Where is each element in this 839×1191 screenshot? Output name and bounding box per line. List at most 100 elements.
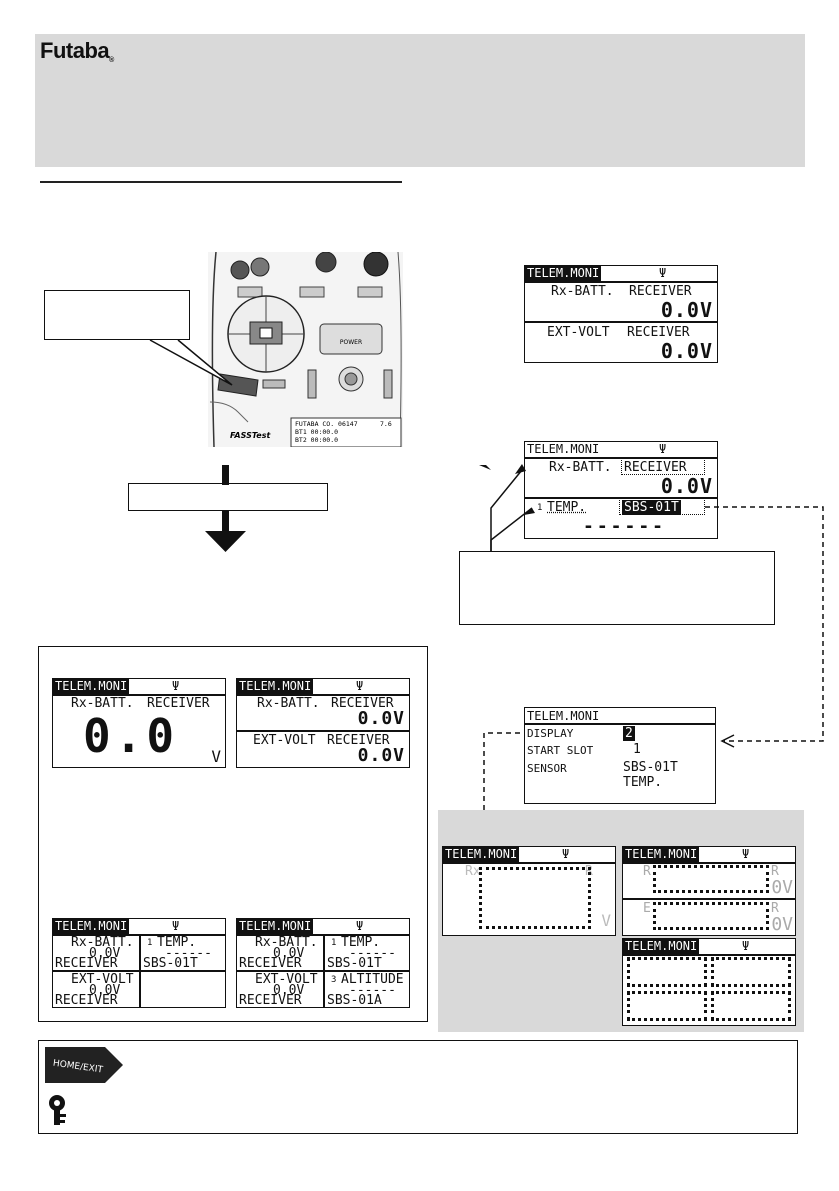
cell2-slot: 1 bbox=[147, 938, 153, 948]
antenna-icon: Ψ bbox=[659, 442, 667, 456]
cell4-label: ALTITUDE bbox=[341, 972, 404, 987]
antenna-icon: Ψ bbox=[356, 679, 364, 693]
cell1-value: 0.0V bbox=[273, 946, 305, 961]
display-examples-panel bbox=[38, 646, 428, 1022]
antenna-icon: Ψ bbox=[742, 847, 750, 861]
start-slot-label[interactable]: START SLOT bbox=[527, 744, 594, 757]
sensor-value[interactable]: SBS-01T bbox=[623, 760, 678, 775]
brand-logo: Futaba® bbox=[40, 38, 114, 64]
temp-value: ------ bbox=[583, 516, 667, 537]
lcd-screen-b: TELEM.MONI Ψ Rx-BATT. RECEIVER 0.0V 1 TE… bbox=[524, 441, 718, 539]
lcd-title-bar: TELEM.MONI bbox=[525, 266, 602, 281]
ext-volt-value: 0.0V bbox=[357, 745, 405, 766]
rx-batt-value: 0.0V bbox=[660, 474, 713, 498]
quad-area-frame bbox=[627, 957, 707, 987]
rx-batt-source: RECEIVER bbox=[624, 460, 687, 475]
ext-volt-label: EXT-VOLT bbox=[253, 733, 316, 748]
tx-screen-line3: BT2 00:00.0 bbox=[295, 436, 338, 444]
ghost-label: R bbox=[771, 901, 779, 916]
transmitter-illustration: POWER FASSTest FUTABA CO. 06147 7.6 BT1 … bbox=[208, 252, 403, 447]
section-rule bbox=[40, 181, 402, 183]
note-pointer-1 bbox=[490, 469, 523, 551]
quad-area-frame bbox=[711, 991, 791, 1021]
lcd-screen-g: TELEM.MONI Ψ Rx-BATT. 0.0V RECEIVER 1 TE… bbox=[236, 918, 410, 1008]
cell2-source: SBS-01T bbox=[327, 956, 382, 971]
power-label: POWER bbox=[340, 339, 362, 346]
lcd-title-bar: TELEM.MONI bbox=[53, 679, 130, 694]
ext-volt-source: RECEIVER bbox=[627, 325, 690, 340]
rx-batt-value: 0.0V bbox=[660, 298, 713, 322]
lcd-title-bar: TELEM.MONI bbox=[623, 847, 700, 862]
rx-batt-label: Rx-BATT. bbox=[551, 284, 614, 299]
unit-label: V bbox=[211, 747, 221, 766]
lcd-title-bar: TELEM.MONI bbox=[527, 442, 600, 456]
rx-batt-label: Rx-BATT. bbox=[257, 696, 320, 711]
source-selection-frame bbox=[621, 458, 705, 475]
cell4-slot: 3 bbox=[331, 975, 337, 985]
ghost-label: Rx bbox=[465, 864, 481, 879]
cell1-source: RECEIVER bbox=[55, 956, 118, 971]
antenna-icon: Ψ bbox=[562, 847, 570, 861]
cell3-value: 0.0V bbox=[273, 983, 305, 998]
lcd-screen-f: TELEM.MONI Ψ Rx-BATT. 0.0V RECEIVER 1 TE… bbox=[52, 918, 226, 1008]
quad-area-frame bbox=[627, 991, 707, 1021]
cell1-label: Rx-BATT. bbox=[255, 935, 318, 950]
ghost-unit: V bbox=[601, 911, 611, 930]
lcd-screen-d: TELEM.MONI Ψ Rx-BATT. RECEIVER 0.0 V bbox=[52, 678, 226, 768]
arrow-down-icon bbox=[205, 531, 246, 552]
ext-volt-value: 0.0V bbox=[660, 339, 713, 363]
ghost-value: 0V bbox=[771, 914, 793, 935]
ghost-label: R bbox=[643, 864, 651, 879]
cell1-label: Rx-BATT. bbox=[71, 935, 134, 950]
arrow-shaft bbox=[222, 511, 229, 531]
slot-number: 1 bbox=[537, 503, 543, 513]
ghost-value: 0V bbox=[771, 877, 793, 898]
ghost-label: E bbox=[643, 901, 651, 916]
rx-batt-source: RECEIVER bbox=[331, 696, 394, 711]
dashed-connector-left bbox=[483, 732, 520, 812]
cell2-slot: 1 bbox=[331, 938, 337, 948]
lcd-screen-j: TELEM.MONI Ψ bbox=[622, 938, 796, 1026]
quad-area-frame bbox=[711, 957, 791, 987]
fasst-label: FASSTest bbox=[230, 431, 271, 440]
arrow-left-icon bbox=[720, 734, 735, 748]
cell2-source: SBS-01T bbox=[143, 956, 198, 971]
antenna-icon: Ψ bbox=[659, 266, 667, 280]
display-value[interactable]: 2 bbox=[623, 726, 635, 741]
cell4-value: ------ bbox=[349, 983, 396, 998]
cell1-source: RECEIVER bbox=[239, 956, 302, 971]
antenna-icon: Ψ bbox=[742, 939, 750, 953]
lcd-screen-a: TELEM.MONI Ψ Rx-BATT. RECEIVER 0.0V EXT-… bbox=[524, 265, 718, 363]
cell3-label: EXT-VOLT bbox=[71, 972, 134, 987]
transmitter-drawing: POWER FASSTest FUTABA CO. 06147 7.6 BT1 … bbox=[208, 252, 403, 447]
header-band bbox=[35, 34, 805, 167]
tx-screen-line1: FUTABA CO. 06147 bbox=[295, 420, 358, 428]
start-slot-value[interactable]: 1 bbox=[633, 742, 641, 757]
antenna-icon: Ψ bbox=[356, 919, 364, 933]
cell4-source: SBS-01A bbox=[327, 993, 382, 1008]
display-label[interactable]: DISPLAY bbox=[527, 727, 574, 740]
lcd-screen-e: TELEM.MONI Ψ Rx-BATT. RECEIVER 0.0V EXT-… bbox=[236, 678, 410, 768]
step-box bbox=[128, 483, 328, 511]
key-icon bbox=[45, 1094, 75, 1126]
lcd-screen-h: TELEM.MONI Ψ Rx R V bbox=[442, 846, 616, 936]
antenna-icon: Ψ bbox=[172, 919, 180, 933]
cell3-source: RECEIVER bbox=[55, 993, 118, 1008]
cell2-label: TEMP. bbox=[157, 935, 197, 950]
single-area-frame bbox=[479, 867, 591, 929]
ext-volt-source: RECEIVER bbox=[327, 733, 390, 748]
rx-batt-value: 0.0V bbox=[357, 708, 405, 729]
rx-batt-source: RECEIVER bbox=[147, 696, 210, 711]
tx-batt: 7.6 bbox=[380, 420, 392, 428]
lcd-title-bar: TELEM.MONI bbox=[443, 847, 520, 862]
cell2-label: TEMP. bbox=[341, 935, 381, 950]
cell2-value: ------ bbox=[165, 946, 212, 961]
tx-screen-line2: BT1 00:00.0 bbox=[295, 428, 338, 436]
lcd-title-bar: TELEM.MONI bbox=[623, 939, 700, 954]
cell2-value: ------ bbox=[349, 946, 396, 961]
cell1-value: 0.0V bbox=[89, 946, 121, 961]
lcd-title-bar: TELEM.MONI bbox=[237, 919, 314, 934]
sensor-label[interactable]: SENSOR bbox=[527, 762, 567, 775]
bottom-info-box bbox=[38, 1040, 798, 1134]
rx-batt-source: RECEIVER bbox=[629, 284, 692, 299]
